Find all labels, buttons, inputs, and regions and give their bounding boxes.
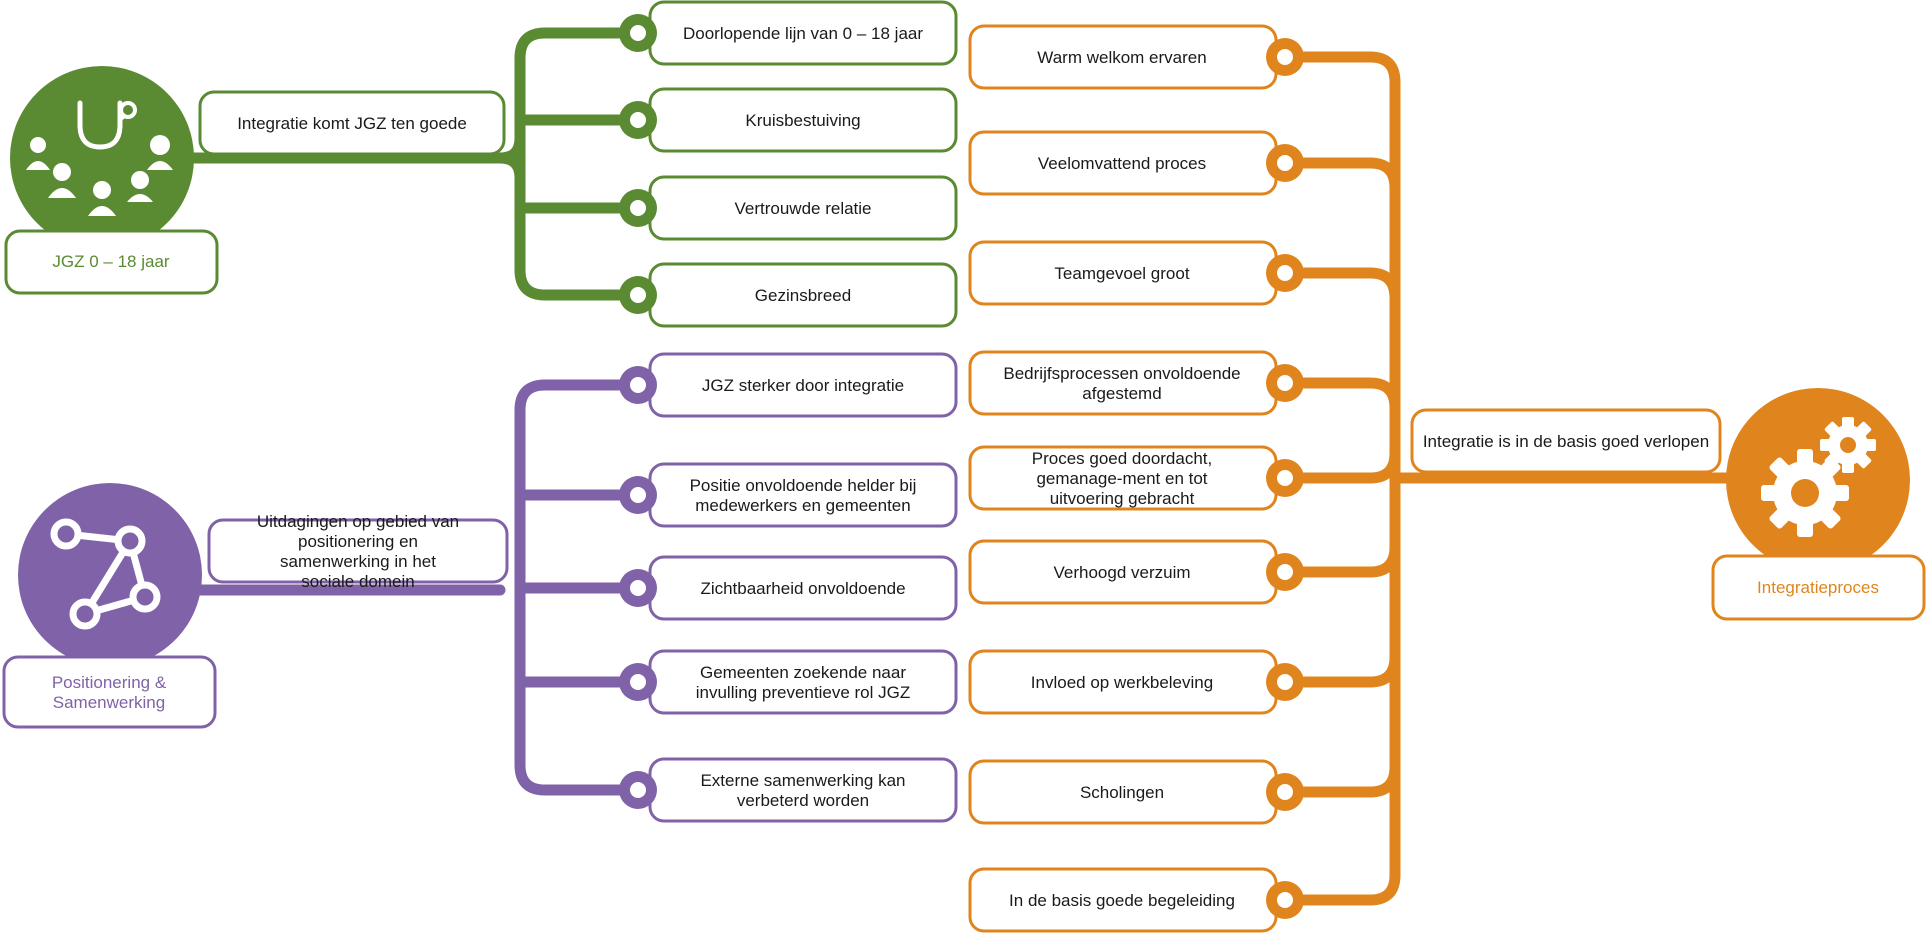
orange-item-label: Invloed op werkbeleving [1031,673,1213,692]
green-node-dot-inner [630,25,646,41]
purple-node-dot-inner [630,377,646,393]
orange-item-label: Warm welkom ervaren [1037,48,1206,67]
gears-icon [1761,417,1876,537]
orange-node-dot-inner [1277,674,1293,690]
orange-node-dot-inner [1277,155,1293,171]
orange-connector [1279,267,1401,304]
orange-item-label: Teamgevoel groot [1054,264,1189,283]
orange-spine [1279,51,1401,906]
orange-item-box [968,350,1278,416]
purple-main-label-box [2,655,217,729]
orange-hub-box [1410,408,1722,474]
green-curve-lower [494,152,526,184]
orange-connector [1279,377,1401,414]
green-item-list: Doorlopende lijn van 0 – 18 jaarKruisbes… [619,0,958,328]
orange-item-label: Scholingen [1080,783,1164,802]
orange-item-label: Verhoogd verzuim [1053,563,1190,582]
orange-node-dot-inner [1277,784,1293,800]
purple-item-label: JGZ sterker door integratie [702,376,904,395]
purple-item-box [648,757,958,823]
orange-item-label: Veelomvattend proces [1038,154,1206,173]
orange-branch [1279,51,1746,906]
purple-main-label: Positionering &Samenwerking [52,673,167,712]
network-nodes-icon [50,518,161,630]
green-item-label: Kruisbestuiving [745,111,860,130]
purple-branch [184,379,646,796]
green-hub-box [198,90,506,156]
green-item-label: Vertrouwde relatie [734,199,871,218]
orange-main-label: Integratieproces [1757,578,1879,597]
orange-node-dot-inner [1277,564,1293,580]
orange-connectors [1279,157,1401,798]
purple-node-dot-inner [630,782,646,798]
orange-connector [1279,761,1401,798]
orange-node-dot-inner [1277,375,1293,391]
orange-connector [1279,447,1401,484]
purple-hub-box [207,518,509,584]
orange-main-label-box [1711,554,1926,621]
green-spine [514,27,646,301]
orange-item-label: In de basis goede begeleiding [1009,891,1235,910]
purple-node-dot-inner [630,674,646,690]
orange-node-dot-inner [1277,49,1293,65]
green-hub-label: Integratie komt JGZ ten goede [237,114,467,133]
green-branch [174,27,646,301]
orange-node-dot-inner [1277,892,1293,908]
orange-node-dot-inner [1277,470,1293,486]
green-node-dot-inner [630,112,646,128]
purple-item-label: Zichtbaarheid onvoldoende [700,579,905,598]
orange-connector [1279,157,1401,194]
orange-node-dot-inner [1277,265,1293,281]
purple-node-dot-inner [630,487,646,503]
green-item-label: Doorlopende lijn van 0 – 18 jaar [683,24,923,43]
orange-connector [1279,541,1401,578]
stethoscope-family-icon [26,100,173,216]
green-node-dot-inner [630,287,646,303]
purple-item-box [648,462,958,528]
green-main-label-box [4,229,219,295]
orange-hub-label: Integratie is in de basis goed verlopen [1423,432,1709,451]
green-main-circle [10,66,194,250]
purple-item-box [648,649,958,715]
green-main-label: JGZ 0 – 18 jaar [52,252,170,271]
purple-node-dot-inner [630,580,646,596]
orange-item-label: Proces goed doordacht,gemanage-ment en t… [1032,449,1213,508]
orange-connector [1279,651,1401,688]
green-node-dot-inner [630,200,646,216]
green-item-label: Gezinsbreed [755,286,851,305]
